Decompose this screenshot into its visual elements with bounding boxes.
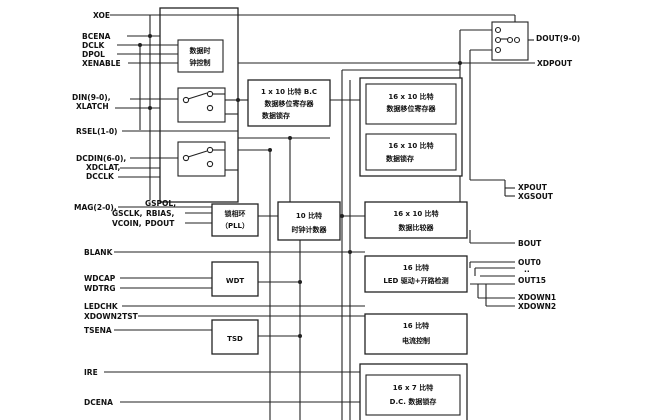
label-dcclk: DCCLK [86, 172, 115, 181]
timer-10bit-line2: 时钟计数器 [292, 225, 328, 234]
tsd-block: TSD [211, 319, 259, 355]
pll-block: 锁相环 （PLL） [211, 203, 259, 237]
clock-control-line1: 数据时 [190, 46, 211, 55]
shift-register-16x10-line1: 16 x 10 比特 [388, 92, 433, 101]
label-dcdin: DCDIN(6-0), [76, 154, 126, 163]
shift-register-1x10-block: 1 x 10 比特 B.C 数据移位寄存器 数据锁存 [247, 79, 331, 127]
latch-16x10-line2: 数据锁存 [386, 154, 414, 163]
label-xdown2: XDOWN2 [518, 302, 556, 311]
label-wdtrg: WDTRG [84, 284, 116, 293]
current-control-line2: 电流控制 [402, 336, 430, 345]
shift-register-1x10-line2: 数据移位寄存器 [265, 99, 315, 108]
label-out-ellipsis: .. [524, 265, 530, 274]
mux-switch-dcdin [177, 141, 226, 177]
label-dclk: DCLK [82, 41, 106, 50]
mux-switch-din [177, 87, 226, 123]
dc-latch-line2: D.C. 数据锁存 [390, 397, 437, 406]
junction-dots [138, 34, 462, 338]
pll-line2: （PLL） [221, 222, 249, 230]
right-output-labels: DOUT(9-0) XDPOUT XPOUT XGSOUT BOUT OUT0 … [518, 34, 580, 311]
left-input-labels: XOE BCENA DCLK DPOL XENABLE DIN(9-0), XL… [72, 11, 176, 407]
label-out0: OUT0 [518, 258, 541, 267]
shift-register-1x10-line3: 数据锁存 [262, 111, 290, 120]
timer-10bit-line1: 10 比特 [296, 211, 322, 220]
shift-register-16x10-block: 16 x 10 比特 数据移位寄存器 [365, 83, 457, 125]
shift-register-1x10-line1: 1 x 10 比特 B.C [261, 87, 317, 96]
label-wdcap: WDCAP [84, 274, 116, 283]
label-out15: OUT15 [518, 276, 546, 285]
shift-register-16x10-line2: 数据移位寄存器 [387, 104, 437, 113]
label-vcoin: VCOIN, [112, 219, 142, 228]
label-dcena: DCENA [84, 398, 113, 407]
led-drive-block: 16 比特 LED 驱动+开路检测 [364, 255, 468, 293]
led-drive-line1: 16 比特 [403, 263, 429, 272]
latch-16x10-line1: 16 x 10 比特 [388, 141, 433, 150]
label-din: DIN(9-0), [72, 93, 111, 102]
led-drive-line2: LED 驱动+开路检测 [383, 276, 448, 285]
label-bout: BOUT [518, 239, 542, 248]
label-xdpout: XDPOUT [537, 59, 573, 68]
label-blank: BLANK [84, 248, 114, 257]
output-mux [491, 21, 534, 61]
label-bcena: BCENA [82, 32, 111, 41]
label-gspol: GSPOL, [145, 199, 176, 208]
wdt-label: WDT [226, 277, 245, 285]
clock-control-block: 数据时 钟控制 [177, 39, 224, 73]
label-xdclat: XDCLAT, [86, 163, 121, 172]
wdt-block: WDT [211, 261, 259, 297]
current-control-block: 16 比特 电流控制 [364, 313, 468, 355]
dc-latch-block: 16 x 7 比特 D.C. 数据锁存 [365, 374, 461, 416]
input-wires [104, 14, 535, 403]
label-ire: IRE [84, 368, 98, 377]
timer-10bit-block: 10 比特 时钟计数器 [277, 201, 341, 241]
label-mag: MAG(2-0), [74, 203, 117, 212]
label-xenable: XENABLE [82, 59, 121, 68]
label-xpout: XPOUT [518, 183, 548, 192]
latch-16x10-block: 16 x 10 比特 数据锁存 [365, 133, 457, 171]
label-tsena: TSENA [84, 326, 112, 335]
clock-control-line2: 钟控制 [190, 58, 211, 67]
label-xoe: XOE [93, 11, 110, 20]
label-gsclk: GSCLK, [112, 209, 143, 218]
label-pdout: PDOUT [145, 219, 175, 228]
tsd-label: TSD [227, 335, 243, 343]
label-ledchk: LEDCHK [84, 302, 119, 311]
label-rsel: RSEL(1-0) [76, 127, 117, 136]
label-xgsout: XGSOUT [518, 192, 554, 201]
comparator-16x10-line1: 16 x 10 比特 [393, 209, 438, 218]
current-control-line1: 16 比特 [403, 321, 429, 330]
internal-wires [139, 15, 515, 420]
label-xdown2tst: XDOWN2TST [84, 312, 139, 321]
comparator-16x10-line2: 数据比较器 [399, 223, 435, 232]
dc-latch-line1: 16 x 7 比特 [393, 383, 433, 392]
comparator-16x10-block: 16 x 10 比特 数据比较器 [364, 201, 468, 239]
label-dout: DOUT(9-0) [536, 34, 580, 43]
label-xlatch: XLATCH [76, 102, 109, 111]
label-rbias: RBIAS, [146, 209, 174, 218]
label-dpol: DPOL [82, 50, 105, 59]
pll-line1: 锁相环 [224, 209, 246, 218]
label-xdown1: XDOWN1 [518, 293, 556, 302]
